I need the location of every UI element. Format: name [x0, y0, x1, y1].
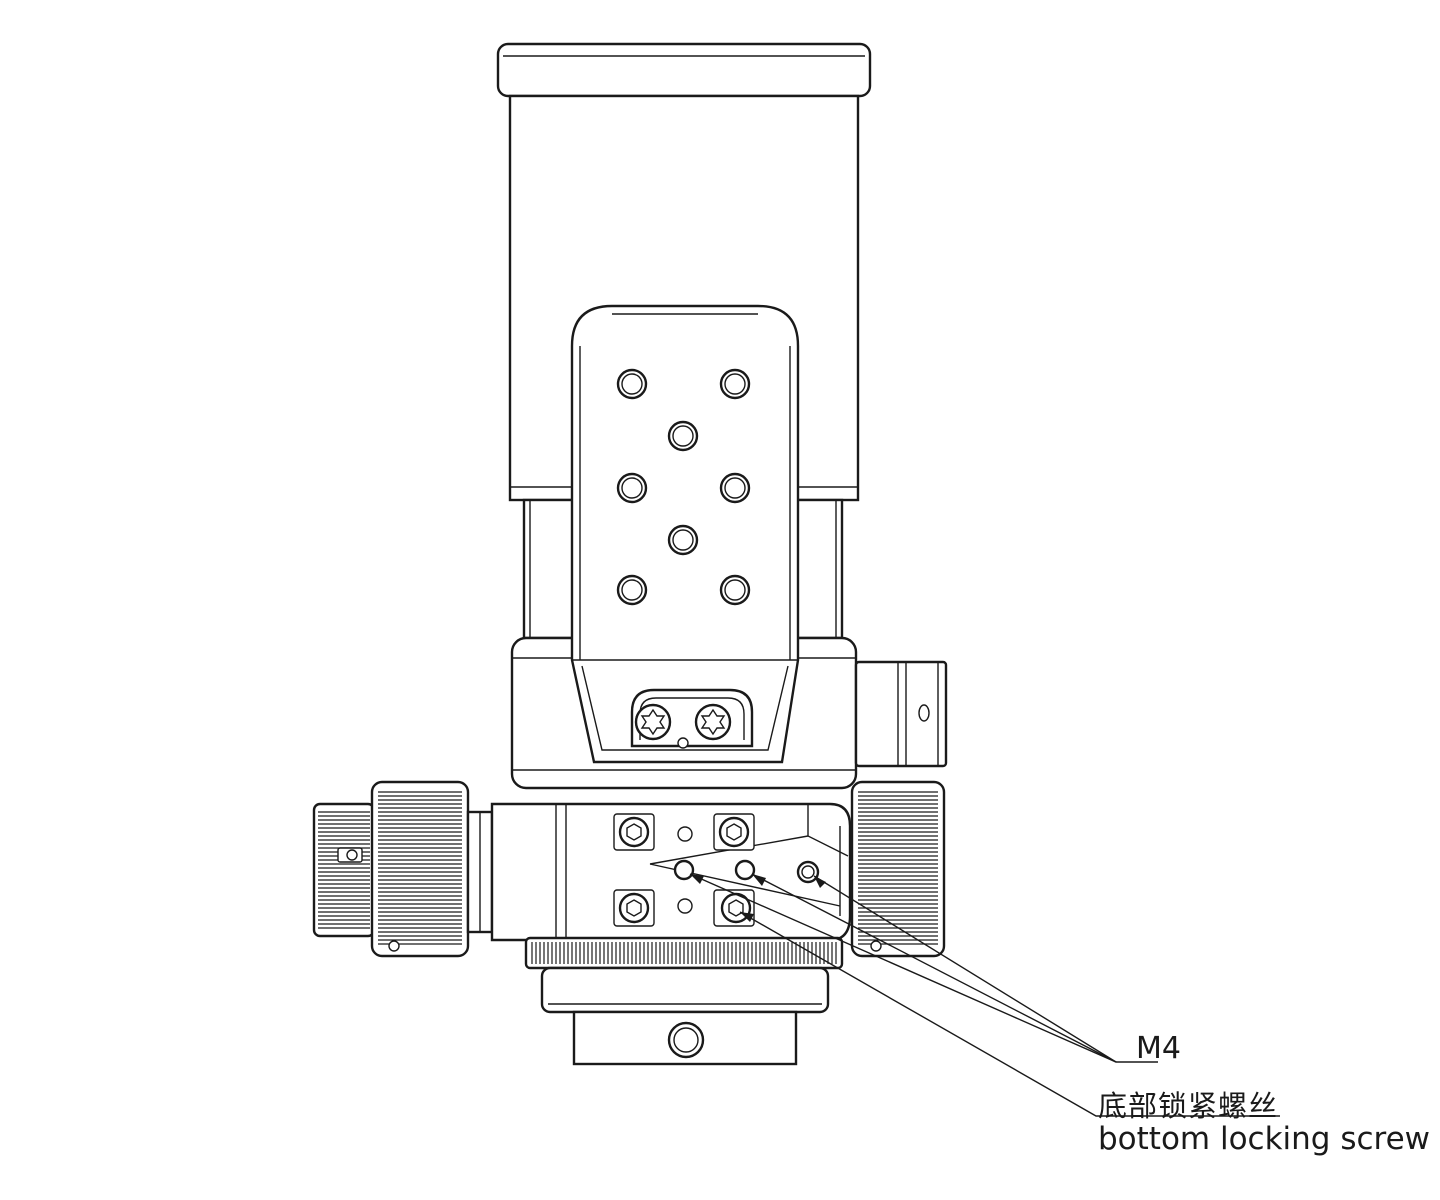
hex-screw: [713, 813, 755, 851]
small-hole: [677, 898, 693, 914]
hex-screw: [613, 813, 655, 851]
side-lock: [854, 660, 948, 768]
adapter-ring: [540, 966, 830, 1014]
callout-m4: M4: [1136, 1031, 1181, 1066]
m4-hole: [673, 859, 695, 881]
torx-screw: [634, 703, 672, 741]
plate-hole: [667, 420, 699, 452]
left-fine-knob: [312, 802, 376, 938]
side-lock-hole: [918, 704, 930, 722]
callout-bottom-screw-cn: 底部锁紧螺丝: [1098, 1089, 1279, 1123]
plate-hole: [616, 368, 648, 400]
plate-hole: [719, 472, 751, 504]
plate-clamp: [630, 688, 754, 749]
leader-m4: [689, 873, 1158, 1063]
m4-hole: [796, 860, 820, 884]
plate-hole: [616, 472, 648, 504]
top-cap: [496, 42, 872, 98]
bottom-tube: [572, 1010, 798, 1066]
plate-hole: [719, 368, 751, 400]
hex-screw: [613, 889, 655, 927]
gear-housing: [490, 802, 852, 942]
plate-holes: [616, 368, 751, 606]
m4-hole: [734, 859, 756, 881]
torx-screw: [694, 703, 732, 741]
bottom-locking-screw: [713, 889, 755, 927]
leader-bottom-screw: [739, 911, 1280, 1117]
right-coarse-knob: [850, 780, 946, 958]
plate-hole: [719, 574, 751, 606]
plate-hole: [667, 524, 699, 556]
callout-bottom-screw-en: bottom locking screw: [1098, 1121, 1431, 1157]
small-hole: [677, 826, 693, 842]
left-coarse-knob: [370, 780, 470, 958]
housing-screws: [613, 813, 820, 927]
left-shaft: [466, 810, 494, 934]
plate-hole: [616, 574, 648, 606]
